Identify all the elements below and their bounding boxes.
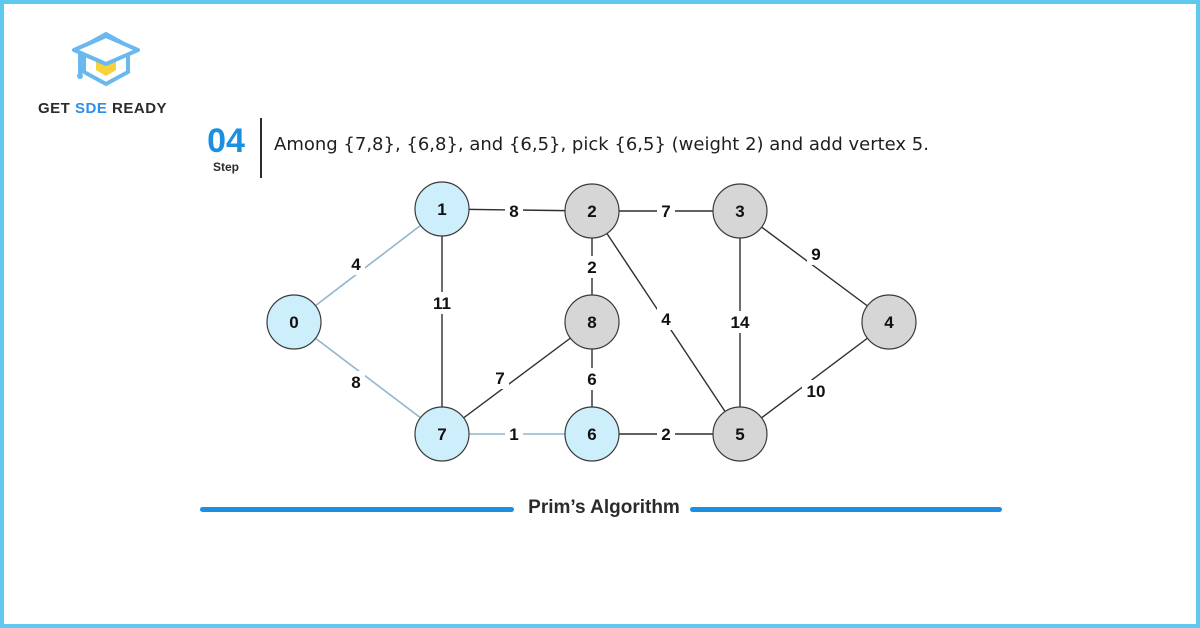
node-label-2: 2 (587, 202, 596, 221)
edge-weight-bg (583, 256, 601, 278)
edge-7-8 (441, 321, 593, 435)
edge-weight-bg (657, 308, 675, 330)
footer-title: Prim’s Algorithm (528, 497, 680, 518)
node-label-4: 4 (884, 313, 894, 332)
footer-line-right (690, 507, 1002, 512)
edge-weight-bg (505, 423, 523, 445)
edge-weight-bg (428, 292, 456, 314)
node-label-3: 3 (735, 202, 744, 221)
node-1 (414, 181, 470, 237)
node-label-6: 6 (587, 425, 596, 444)
edge-0-1 (293, 208, 443, 323)
edge-weight-bg (802, 380, 830, 402)
edge-weight-bg (807, 243, 825, 265)
node-8 (564, 294, 620, 350)
node-label-8: 8 (587, 313, 596, 332)
node-label-0: 0 (289, 313, 298, 332)
brand-logo: GET SDE READY (34, 30, 184, 120)
edge-0-7 (293, 321, 443, 435)
edge-weight-bg (491, 367, 509, 389)
edge-weight-2-8: 2 (587, 258, 596, 277)
edge-weight-0-7: 8 (351, 373, 360, 392)
node-5 (712, 406, 768, 462)
edge-weight-bg (657, 423, 675, 445)
edge-weight-3-5: 14 (731, 313, 750, 332)
edge-weight-7-8: 7 (495, 369, 504, 388)
node-label-7: 7 (437, 425, 446, 444)
node-label-1: 1 (437, 200, 446, 219)
node-2 (564, 183, 620, 239)
node-4 (861, 294, 917, 350)
edge-weight-2-3: 7 (661, 202, 670, 221)
edge-3-4 (739, 210, 890, 323)
edge-weight-1-2: 8 (509, 202, 518, 221)
edge-weight-6-7: 1 (509, 425, 518, 444)
node-0 (266, 294, 322, 350)
edge-weight-1-7: 11 (433, 294, 451, 313)
edge-weight-bg (583, 368, 601, 390)
edge-weight-4-5: 10 (807, 382, 826, 401)
edge-weight-6-8: 6 (587, 370, 596, 389)
step-indicator: 04 Step (198, 124, 254, 180)
graduation-cap-hexagon-icon (72, 31, 140, 87)
node-3 (712, 183, 768, 239)
step-divider (260, 118, 262, 178)
brand-suffix: READY (107, 100, 168, 117)
step-label: Step (212, 160, 239, 174)
edge-weight-2-5: 4 (661, 310, 671, 329)
edge-weight-bg (657, 200, 675, 222)
step-caption: Among {7,8}, {6,8}, and {6,5}, pick {6,5… (274, 134, 929, 155)
node-6 (564, 406, 620, 462)
node-7 (414, 406, 470, 462)
footer-line-left (200, 507, 514, 512)
edge-weight-5-6: 2 (661, 425, 670, 444)
edge-weight-3-4: 9 (811, 245, 820, 264)
brand-prefix: GET (38, 100, 76, 117)
edge-weight-bg (347, 253, 365, 275)
graph-diagram: 4 8 8 11 7 2 4 9 14 10 2 1 6 7 0 1 2 3 4 5 6 7 8 (266, 181, 917, 462)
edge-4-5 (739, 321, 890, 435)
brand-name: GET SDE READY (38, 100, 208, 117)
edge-weight-bg (726, 311, 754, 333)
edge-weight-bg (347, 371, 365, 393)
edge-weight-0-1: 4 (351, 255, 361, 274)
brand-accent: SDE (75, 100, 108, 117)
node-label-5: 5 (735, 425, 744, 444)
step-number: 04 (207, 122, 245, 160)
edge-weight-bg (505, 200, 523, 222)
